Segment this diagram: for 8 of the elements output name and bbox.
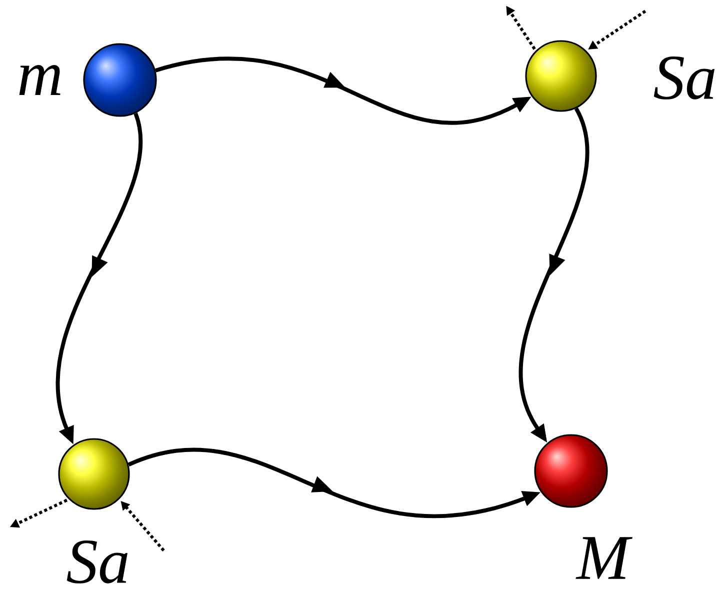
- point-label: Sa: [654, 56, 714, 100]
- critical-point: [525, 40, 597, 112]
- point-label: M: [576, 537, 632, 579]
- point-label: m: [19, 64, 60, 96]
- critical-point: [83, 43, 157, 117]
- critical-point: [58, 438, 130, 510]
- critical-point: [534, 434, 608, 508]
- point-label: Sa: [66, 540, 128, 584]
